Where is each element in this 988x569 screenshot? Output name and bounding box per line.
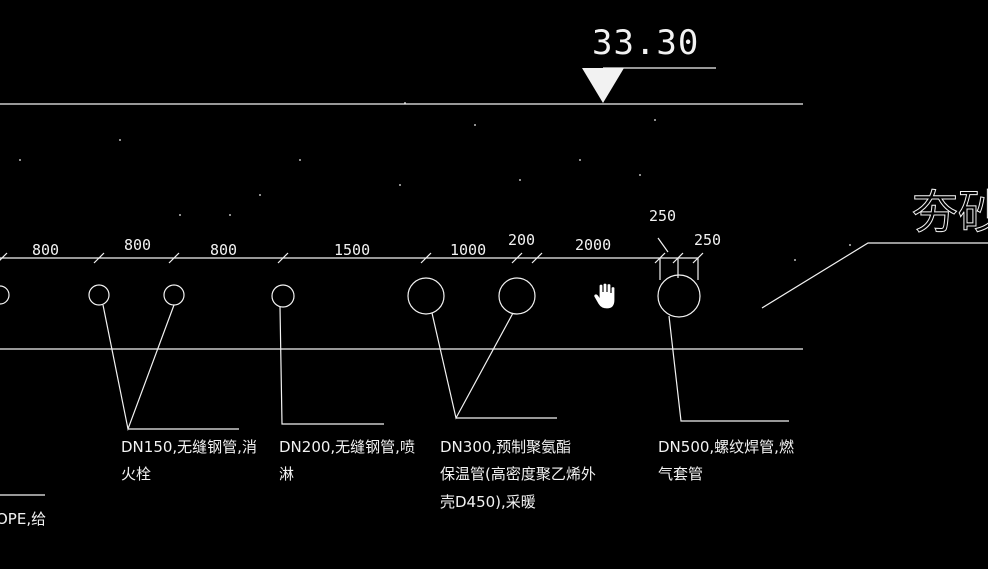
pipe-label-line: DN300,预制聚氨酯 [440, 438, 571, 456]
pipe-circle [0, 285, 10, 305]
large-annotation-text: 夯砂 [912, 185, 988, 239]
leader-lines [0, 304, 789, 496]
pipe-circle [657, 274, 701, 318]
elevation-value: 33.30 [592, 23, 699, 63]
pipe-circle [163, 284, 185, 306]
dim-label: 250 [694, 231, 721, 249]
dust-specks [19, 102, 851, 261]
pipe-label-dn500: DN500,螺纹焊管,燃 气套管 [658, 438, 794, 483]
hand-cursor-icon [593, 282, 616, 310]
dimension-line [0, 237, 704, 280]
dim-label: 200 [508, 231, 535, 249]
pipe-label-line: DN500,螺纹焊管,燃 [658, 438, 794, 456]
dim-label: 250 [649, 207, 676, 225]
pipe-label-dn150: DN150,无缝钢管,消 火栓 [121, 438, 257, 483]
dim-label: 2000 [575, 236, 611, 254]
pipe-label-line: 火栓 [121, 465, 151, 483]
large-text-leader [761, 242, 988, 309]
dimension-labels: 800 800 800 1500 1000 200 2000 250 250 [32, 207, 721, 259]
pipe-label-line: 气套管 [658, 465, 703, 483]
pipe-label-line: DN200,无缝钢管,喷 [279, 438, 415, 456]
pipe-label-dn200: DN200,无缝钢管,喷 淋 [279, 438, 415, 483]
pipe-label-line: 淋 [279, 465, 294, 483]
partial-pipe-label: OPE,给 [0, 510, 46, 528]
dim-label: 800 [210, 241, 237, 259]
pipe-label-line: 壳D450),采暖 [440, 493, 536, 511]
dim-label: 800 [32, 241, 59, 259]
dim-label: 800 [124, 236, 151, 254]
elevation-marker: 33.30 [582, 23, 716, 103]
pipe-circle [88, 284, 110, 306]
dim-label: 1000 [450, 241, 486, 259]
pipe-circle [271, 284, 295, 308]
dim-label: 1500 [334, 241, 370, 259]
pipe-sections [0, 274, 701, 318]
pipe-label-line: DN150,无缝钢管,消 [121, 438, 257, 456]
pipe-label-dn300: DN300,预制聚氨酯 保温管(高密度聚乙烯外 壳D450),采暖 [440, 438, 596, 511]
pipe-circle [407, 277, 445, 315]
pipe-circle [498, 277, 536, 315]
pipe-label-line: 保温管(高密度聚乙烯外 [440, 465, 596, 483]
